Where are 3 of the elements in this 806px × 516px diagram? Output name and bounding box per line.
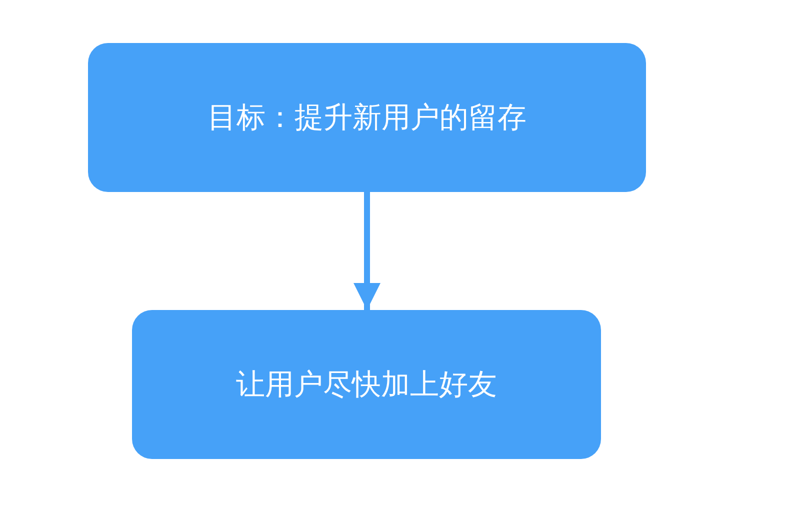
process-box: 让用户尽快加上好友	[132, 310, 601, 459]
arrow	[354, 192, 380, 310]
process-box: 目标：提升新用户的留存	[88, 43, 646, 192]
